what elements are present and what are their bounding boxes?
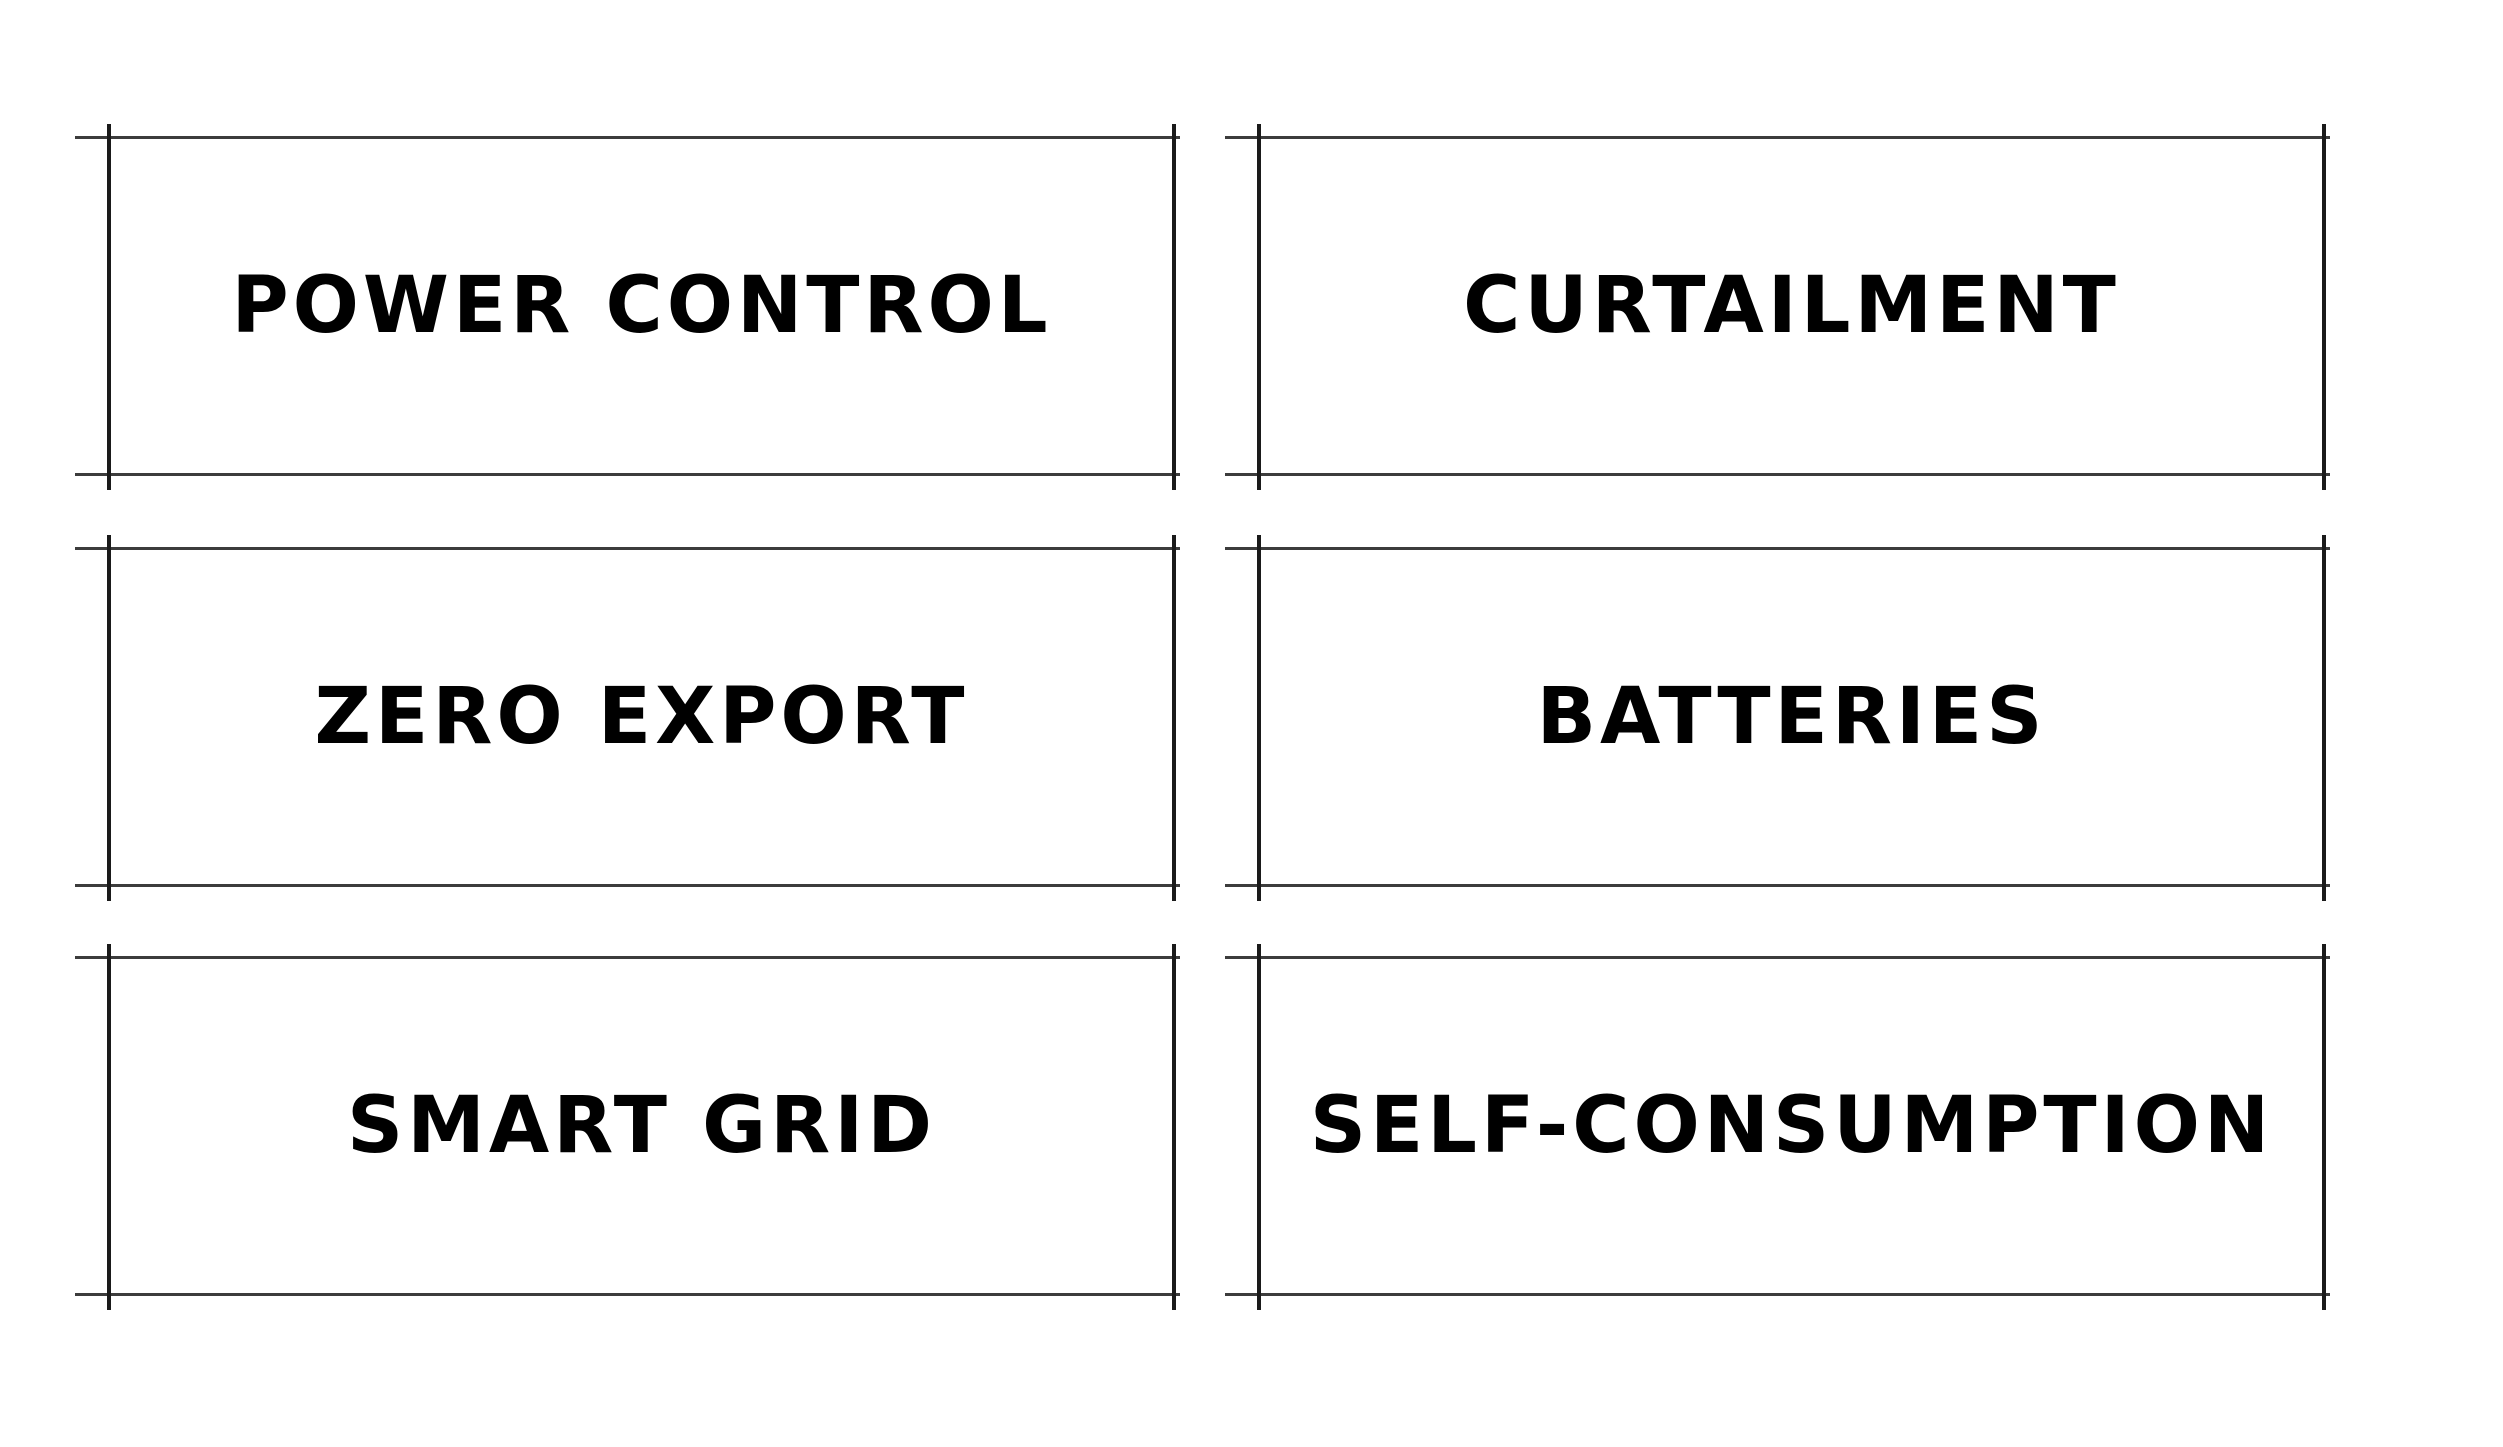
- card-left-line: [1257, 124, 1261, 490]
- card-bottom-line: [75, 884, 1180, 887]
- card-batteries: BATTERIES: [1225, 535, 2330, 901]
- card-top-line: [75, 956, 1180, 959]
- card-curtailment: CURTAILMENT: [1225, 124, 2330, 490]
- card-bottom-line: [75, 473, 1180, 476]
- card-label: BATTERIES: [1536, 672, 2047, 762]
- card-top-line: [75, 136, 1180, 139]
- card-top-line: [1225, 547, 2330, 550]
- card-right-line: [1172, 944, 1176, 1310]
- card-right-line: [2322, 535, 2326, 901]
- card-zero-export: ZERO EXPORT: [75, 535, 1180, 901]
- card-bottom-line: [75, 1293, 1180, 1296]
- card-smart-grid: SMART GRID: [75, 944, 1180, 1310]
- card-top-line: [75, 547, 1180, 550]
- card-left-line: [107, 124, 111, 490]
- card-right-line: [1172, 535, 1176, 901]
- card-left-line: [1257, 535, 1261, 901]
- card-power-control: POWER CONTROL: [75, 124, 1180, 490]
- card-bottom-line: [1225, 1293, 2330, 1296]
- card-left-line: [1257, 944, 1261, 1310]
- card-right-line: [2322, 124, 2326, 490]
- card-self-consumption: SELF-CONSUMPTION: [1225, 944, 2330, 1310]
- card-right-line: [1172, 124, 1176, 490]
- card-label: ZERO EXPORT: [314, 672, 969, 762]
- card-bottom-line: [1225, 473, 2330, 476]
- card-top-line: [1225, 136, 2330, 139]
- card-top-line: [1225, 956, 2330, 959]
- card-label: SELF-CONSUMPTION: [1309, 1081, 2274, 1171]
- card-left-line: [107, 944, 111, 1310]
- card-label: CURTAILMENT: [1463, 261, 2120, 351]
- card-right-line: [2322, 944, 2326, 1310]
- card-label: POWER CONTROL: [231, 261, 1052, 351]
- card-bottom-line: [1225, 884, 2330, 887]
- card-label: SMART GRID: [347, 1081, 936, 1171]
- card-left-line: [107, 535, 111, 901]
